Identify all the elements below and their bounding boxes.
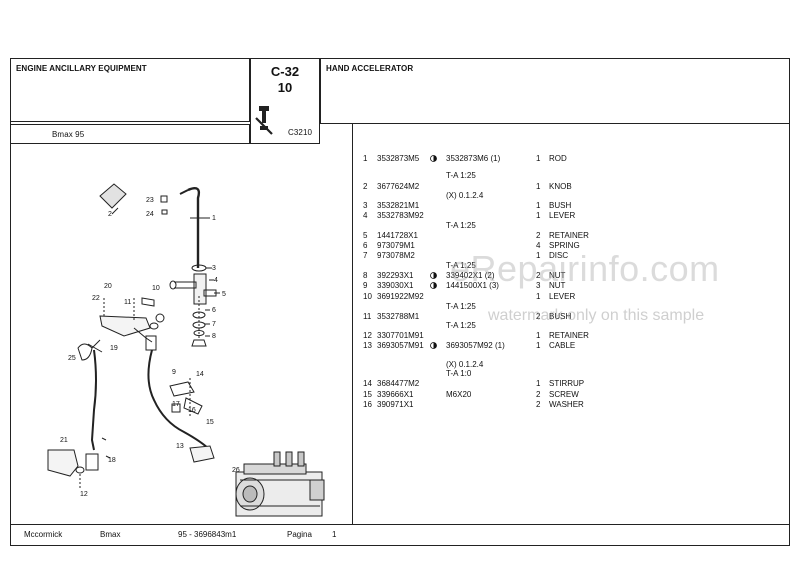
- diagram-label: 16: [188, 407, 196, 414]
- diagram-label: 8: [212, 333, 216, 340]
- diagram-label: 1: [212, 215, 216, 222]
- footer-brand: Mccormick: [24, 530, 63, 539]
- ref-code: C3210: [288, 128, 313, 137]
- page-number: 10: [277, 80, 293, 95]
- model-label: Bmax 95: [52, 130, 85, 139]
- diagram-label: 7: [212, 321, 216, 328]
- half-circle-icon: [430, 155, 437, 162]
- group-title-box: [320, 58, 790, 124]
- half-circle-icon: [430, 272, 437, 279]
- part-note: T-A 1:25: [446, 302, 476, 311]
- diagram-label: 15: [206, 419, 214, 426]
- footer-series: Bmax: [100, 530, 121, 539]
- diagram-label: 3: [212, 265, 216, 272]
- footer-page-label: Pagina: [287, 530, 312, 539]
- part-note: (X) 0.1.2.4: [446, 360, 484, 369]
- diagram-label: 2: [108, 211, 112, 218]
- footer-page-number: 1: [332, 530, 337, 539]
- column-divider: [352, 124, 353, 524]
- diagram-label: 24: [146, 211, 154, 218]
- part-note: T-A 1:25: [446, 221, 476, 230]
- footer-doc: 95 - 3696843m1: [178, 530, 237, 539]
- watermark-site: eRepairinfo.com: [450, 248, 720, 289]
- section-title-box: [10, 58, 250, 122]
- diagram-label: 23: [146, 197, 154, 204]
- diagram-label: 25: [68, 355, 76, 362]
- diagram-label: 20: [104, 283, 112, 290]
- part-note: T-A 1:0: [446, 369, 472, 378]
- half-circle-icon: [430, 342, 437, 349]
- diagram-label: 21: [60, 437, 68, 444]
- model-box: [10, 124, 250, 144]
- diagram-label: 10: [152, 285, 160, 292]
- page-code: C-32: [270, 64, 300, 79]
- diagram-label: 6: [212, 307, 216, 314]
- page-code-box: [250, 58, 320, 144]
- diagram-label: 14: [196, 371, 204, 378]
- diagram-label: 5: [222, 291, 226, 298]
- footer-divider: [10, 524, 790, 525]
- exploded-diagram: 1 2 3 4 5 6 7 8 9 10 11 12 13 14 15 16 1…: [47, 183, 325, 517]
- half-circle-icon: [430, 282, 437, 289]
- key-icon: [255, 106, 273, 135]
- diagram-label: 22: [92, 295, 100, 302]
- diagram-label: 12: [80, 491, 88, 498]
- section-title: ENGINE ANCILLARY EQUIPMENT: [16, 64, 147, 73]
- diagram-label: 11: [124, 299, 131, 306]
- group-title: HAND ACCELERATOR: [326, 64, 414, 73]
- diagram-label: 9: [172, 369, 176, 376]
- part-note: (X) 0.1.2.4: [446, 191, 484, 200]
- watermark-notice: watermark only on this sample: [488, 307, 705, 324]
- diagram-label: 18: [108, 457, 116, 464]
- part-note: T-A 1:25: [446, 261, 476, 270]
- part-note: T-A 1:25: [446, 321, 476, 330]
- diagram-label: 13: [176, 443, 184, 450]
- diagram-label: 26: [232, 467, 240, 474]
- diagram-label: 17: [172, 401, 180, 408]
- diagram-label: 19: [110, 345, 118, 352]
- part-note: T-A 1:25: [446, 171, 476, 180]
- diagram-label: 4: [214, 277, 218, 284]
